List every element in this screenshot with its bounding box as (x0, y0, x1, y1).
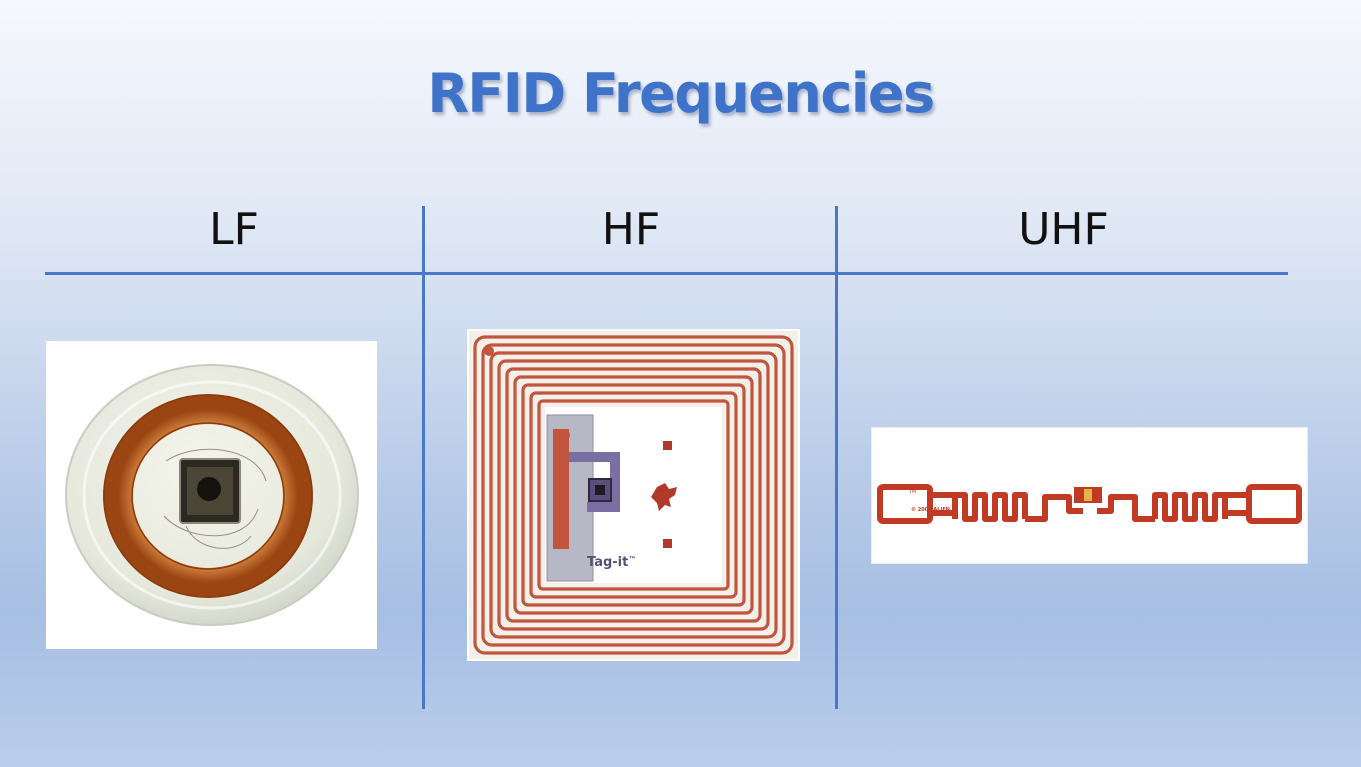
column-heading-lf: LF (209, 204, 259, 255)
slide-title: RFID Frequencies (427, 62, 935, 125)
header-divider-line (45, 272, 1288, 275)
column-divider-left (422, 206, 425, 709)
hf-trademark-text: ™ (628, 555, 637, 564)
uhf-trademark-text: TM (909, 489, 917, 495)
hf-brand-text: Tag-it (587, 555, 629, 570)
column-heading-uhf: UHF (1018, 204, 1109, 255)
column-divider-right (835, 206, 838, 709)
column-heading-hf: HF (601, 204, 661, 255)
uhf-copyright-text: © 2008 ALIEN (911, 507, 950, 513)
uhf-dipole-inlay-image: TM © 2008 ALIEN (871, 427, 1308, 564)
hf-tag-brand-label: Tag-it™ (587, 555, 636, 570)
hf-square-inlay-image: Tag-it™ (467, 329, 800, 661)
lf-coin-tag-image (46, 341, 377, 649)
